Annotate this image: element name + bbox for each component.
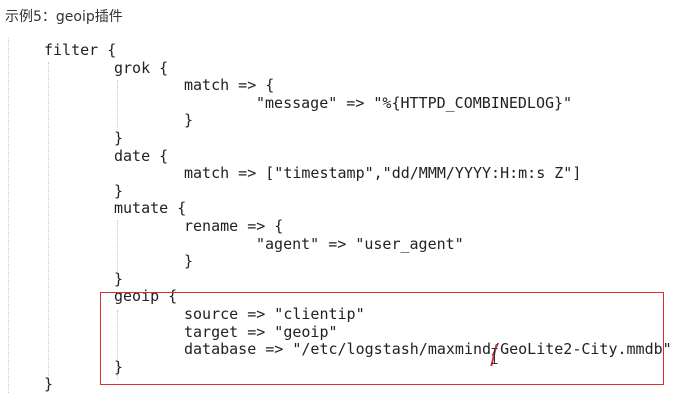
code-line: mutate {: [114, 199, 187, 218]
geoip-highlight-box: [100, 292, 664, 385]
code-line: }: [184, 252, 194, 271]
indent-guide-geoip: [117, 310, 118, 380]
code-line: match => {: [184, 76, 275, 95]
indent-guide-mutate: [117, 220, 118, 272]
code-line: date {: [114, 146, 169, 165]
page-title: 示例5：geoip插件: [5, 9, 123, 25]
code-line: }: [184, 111, 194, 130]
text-cursor-icon: [490, 344, 499, 366]
indent-guide-grok: [117, 80, 118, 130]
code-line: }: [114, 181, 124, 200]
code-line: match => ["timestamp","dd/MMM/YYYY:H:m:s…: [184, 164, 582, 183]
code-line: target => "geoip": [184, 322, 338, 341]
code-line: "agent" => "user_agent": [256, 234, 464, 253]
code-line: grok {: [114, 58, 169, 77]
code-line: }: [114, 269, 124, 288]
indent-guide-filter: [48, 62, 49, 380]
code-line: "message" => "%{HTTPD_COMBINEDLOG}": [256, 93, 573, 112]
code-line: source => "clientip": [184, 305, 365, 323]
code-line: }: [114, 129, 124, 147]
code-line: rename => {: [184, 217, 284, 235]
code-line: database => "/etc/logstash/maxmind/GeoLi…: [184, 340, 672, 359]
indent-guide-outer: [8, 38, 9, 393]
code-line: }: [44, 375, 54, 394]
code-line: filter {: [44, 41, 117, 59]
code-line: }: [114, 357, 124, 376]
